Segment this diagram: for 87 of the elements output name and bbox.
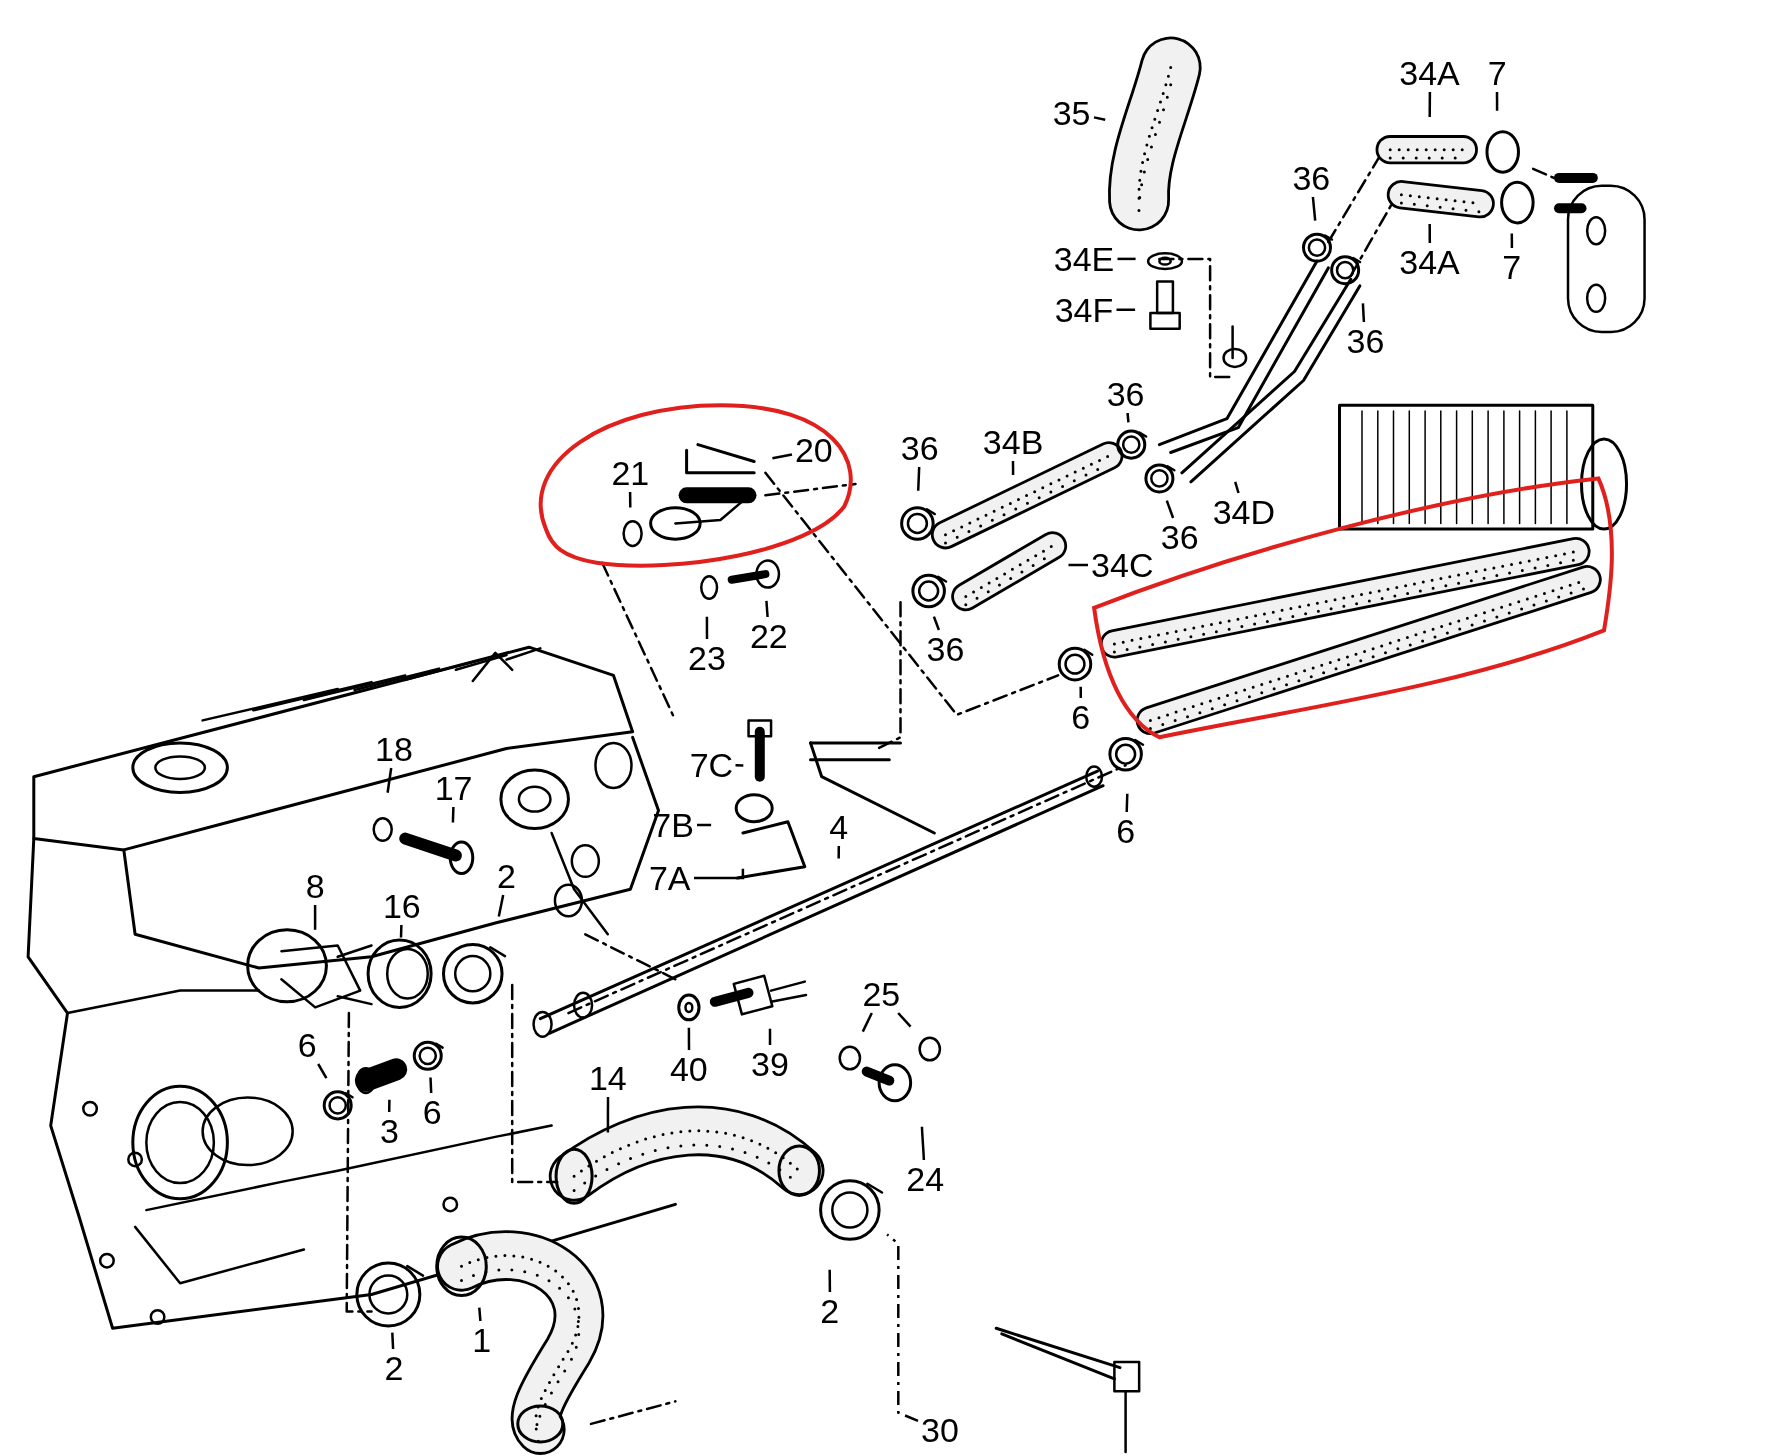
callout-number: 23 xyxy=(687,640,727,677)
leader-line xyxy=(1079,686,1083,698)
leader-line xyxy=(478,1307,482,1322)
callout-number: 25 xyxy=(861,975,902,1012)
callout-number: 34D xyxy=(1211,494,1276,531)
callout-number: 36 xyxy=(899,430,940,466)
leader-line xyxy=(735,764,744,767)
leader-line xyxy=(837,846,841,859)
callout-number: 39 xyxy=(750,1045,790,1082)
leader-line xyxy=(451,806,455,823)
leader-line xyxy=(628,492,632,508)
leader-line xyxy=(932,616,941,631)
callout-number: 18 xyxy=(374,730,414,767)
leader-line xyxy=(1093,116,1106,121)
callout-number: 7B xyxy=(651,807,695,844)
leader-line xyxy=(1510,233,1514,248)
leader-line xyxy=(1165,500,1175,519)
leader-line xyxy=(861,1012,873,1033)
leader-line xyxy=(1428,223,1432,243)
callout-number: 2 xyxy=(819,1293,841,1330)
callout-number: 34A xyxy=(1398,55,1461,92)
leader-line xyxy=(1116,308,1136,312)
callout-number: 40 xyxy=(668,1051,709,1088)
callout-number: 34F xyxy=(1053,291,1115,328)
callout-number: 36 xyxy=(1345,323,1386,360)
leader-line xyxy=(765,600,769,618)
callout-number: 17 xyxy=(433,769,474,806)
leader-line xyxy=(313,905,317,930)
callout-number: 1 xyxy=(471,1321,493,1358)
callout-number: 36 xyxy=(1105,375,1146,412)
leader-line xyxy=(1126,412,1130,423)
leader-line xyxy=(1125,793,1129,813)
leader-line xyxy=(687,1027,691,1050)
callout-number: 6 xyxy=(1115,812,1137,849)
leader-line xyxy=(1311,196,1317,221)
callout-number: 35 xyxy=(1051,94,1092,131)
callout-number: 34B xyxy=(981,424,1045,461)
leader-line xyxy=(886,1233,919,1423)
callout-number: 7 xyxy=(1501,248,1523,285)
callout-number: 8 xyxy=(304,867,326,904)
leader-line xyxy=(920,1126,926,1161)
callout-number: 6 xyxy=(1070,699,1092,736)
leader-line xyxy=(1068,563,1088,567)
callout-number: 6 xyxy=(421,1094,443,1131)
callout-number: 16 xyxy=(381,888,422,925)
callout-number: 36 xyxy=(925,631,966,668)
leader-line xyxy=(916,466,921,491)
leader-line xyxy=(694,868,745,880)
callout-number: 22 xyxy=(748,618,789,654)
callout-number: 3 xyxy=(379,1113,400,1150)
leader-line xyxy=(1234,481,1240,494)
leader-line xyxy=(317,1063,328,1079)
callout-number: 4 xyxy=(828,809,850,846)
callout-number: 34A xyxy=(1398,244,1461,281)
leader-line xyxy=(705,616,709,639)
leader-line xyxy=(391,1332,395,1350)
leader-line xyxy=(1117,257,1136,261)
leader-line xyxy=(606,1097,610,1133)
callout-number: 7C xyxy=(688,747,735,784)
callout-number: 2 xyxy=(383,1349,405,1386)
callout-number: 2 xyxy=(496,857,517,894)
leader-line xyxy=(828,1269,832,1292)
leader-line xyxy=(897,1012,912,1028)
callout-number: 14 xyxy=(587,1060,628,1097)
callout-number: 20 xyxy=(793,432,834,469)
leader-line xyxy=(1361,303,1366,323)
callout-number: 34E xyxy=(1052,240,1116,277)
leader-line xyxy=(399,924,403,938)
callout-number: 6 xyxy=(296,1026,318,1063)
leader-line xyxy=(1495,92,1499,111)
leader-line xyxy=(1011,461,1015,475)
callout-number: 34C xyxy=(1090,547,1155,584)
callout-number: 24 xyxy=(905,1160,946,1197)
leader-line xyxy=(386,767,393,793)
leader-line xyxy=(772,453,793,460)
callout-number: 36 xyxy=(1291,159,1332,196)
callout-number: 7 xyxy=(1486,55,1508,92)
callout-number: 30 xyxy=(920,1411,960,1448)
leader-line xyxy=(429,1077,433,1094)
leader-line xyxy=(1428,92,1432,118)
leader-line xyxy=(497,894,505,917)
leader-line xyxy=(768,1028,772,1045)
leader-line xyxy=(387,1099,391,1113)
callout-number: 21 xyxy=(610,454,651,491)
callout-number: 36 xyxy=(1159,518,1200,555)
leader-line xyxy=(697,823,712,827)
callout-number: 7A xyxy=(647,860,692,896)
